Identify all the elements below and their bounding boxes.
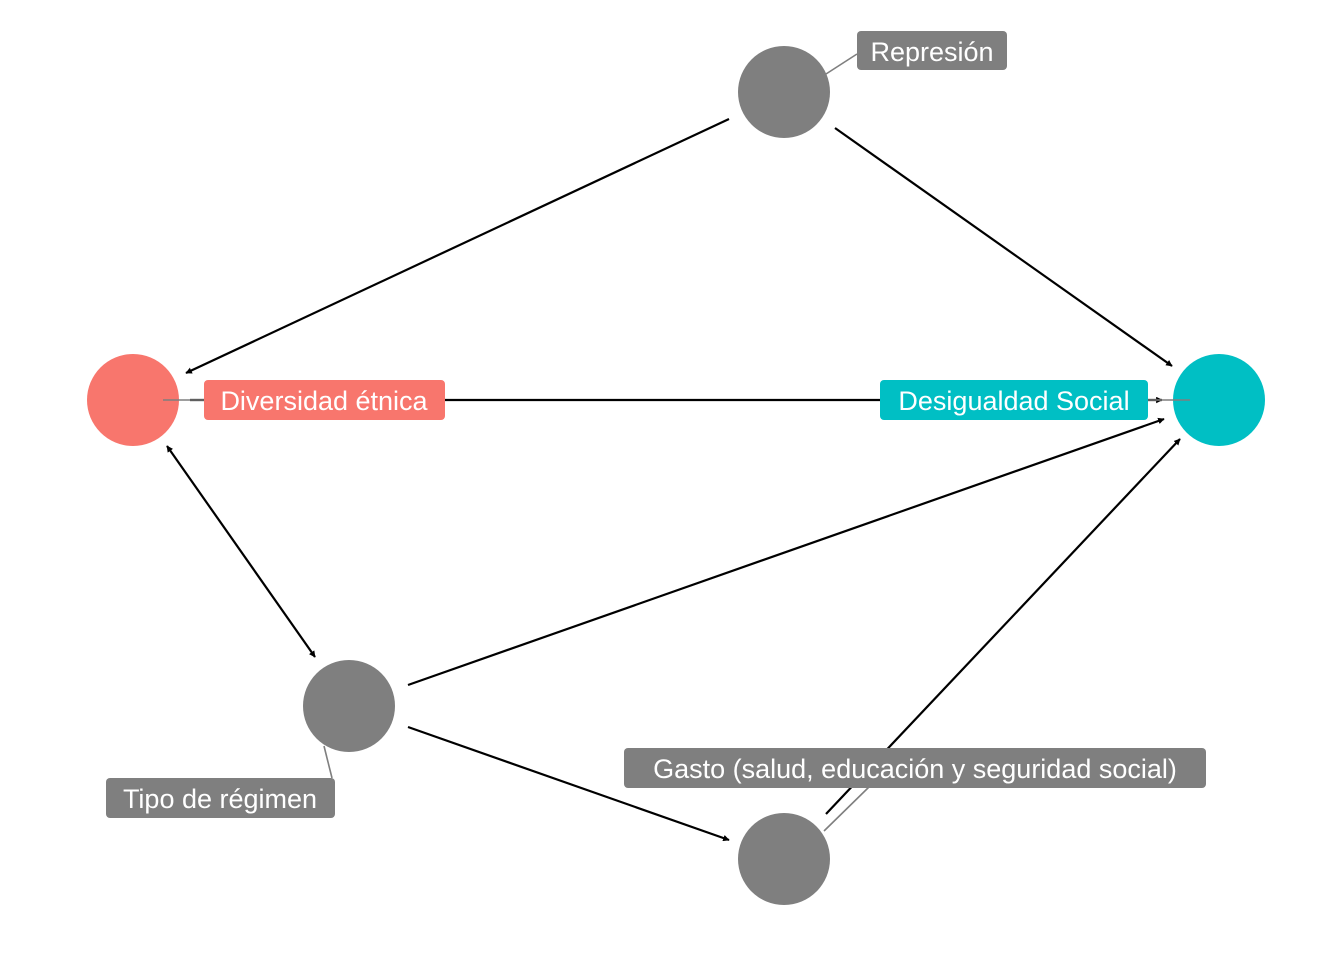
label-regimen-text: Tipo de régimen xyxy=(123,784,317,814)
node-diversidad xyxy=(87,354,179,446)
label-gasto: Gasto (salud, educación y seguridad soci… xyxy=(624,748,1206,788)
edge-represion-diversidad xyxy=(185,118,730,374)
label-gasto-text: Gasto (salud, educación y seguridad soci… xyxy=(653,754,1177,784)
node-regimen xyxy=(303,660,395,752)
edge-regimen-gasto xyxy=(407,725,730,842)
leader-regimen xyxy=(323,745,333,779)
label-diversidad: Diversidad étnica xyxy=(204,380,445,420)
label-diversidad-text: Diversidad étnica xyxy=(220,386,428,416)
edge-regimen-desigualdad xyxy=(407,417,1165,687)
edge-represion-desigualdad xyxy=(834,127,1173,367)
node-represion xyxy=(738,46,830,138)
label-represion-text: Represión xyxy=(870,37,993,67)
edge-diversidad-regimen xyxy=(166,445,316,658)
nodes-layer xyxy=(87,46,1265,905)
label-represion: Represión xyxy=(857,31,1007,70)
labels-layer: Represión Diversidad étnica Desigualdad … xyxy=(106,31,1206,818)
label-desigualdad: Desigualdad Social xyxy=(880,380,1148,420)
leader-represion xyxy=(825,53,858,75)
label-desigualdad-text: Desigualdad Social xyxy=(898,386,1129,416)
node-desigualdad xyxy=(1173,354,1265,446)
leader-gasto xyxy=(823,785,871,832)
leaders-layer xyxy=(163,53,1190,832)
label-regimen: Tipo de régimen xyxy=(106,778,335,818)
node-gasto xyxy=(738,813,830,905)
